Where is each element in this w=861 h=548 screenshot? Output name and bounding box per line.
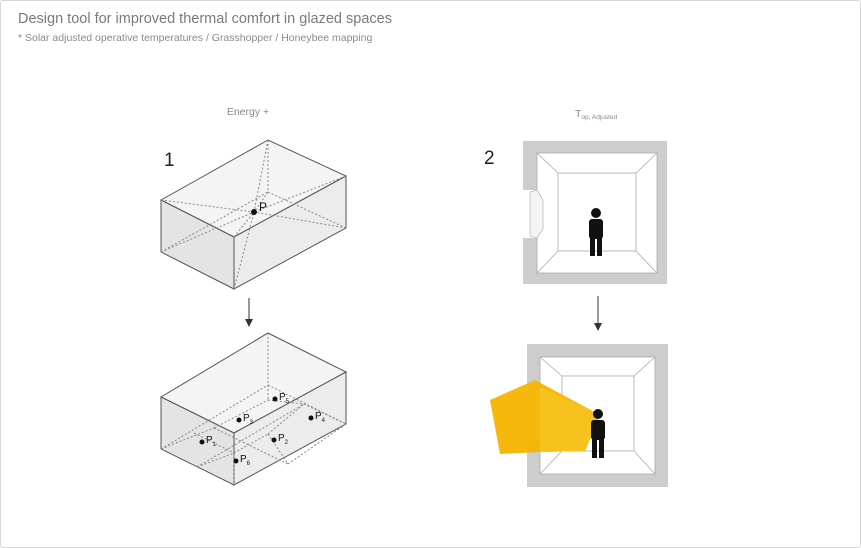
point-p3-dot [236, 417, 242, 423]
point-p5-dot [272, 396, 278, 402]
energy-plus-heading: Energy + [227, 106, 269, 118]
step-number-2: 2 [484, 148, 495, 169]
room2-perspective-lines [539, 356, 656, 475]
sun-beam-interior [540, 387, 600, 452]
point-p1-dot [199, 439, 205, 445]
step-number-1: 1 [164, 150, 175, 171]
point-p6-dot [233, 458, 239, 464]
point-p4-label: P4 [315, 411, 326, 424]
room-box-single-point: P [159, 139, 348, 290]
room-plan-bottom [490, 344, 668, 487]
point-p1-label: P1 [206, 435, 217, 448]
point-p2-label: P2 [278, 433, 289, 446]
t-op-adjusted-heading: Top, Adjusted [575, 108, 618, 121]
room-plan-top [523, 141, 667, 284]
point-p-dot [251, 209, 257, 215]
room-perspective-lines [536, 152, 658, 274]
point-p2-dot [271, 437, 277, 443]
hidden-edges [160, 139, 347, 290]
point-p5-label: P5 [279, 392, 290, 405]
page-subtitle: * Solar adjusted operative temperatures … [18, 32, 373, 44]
page-title: Design tool for improved thermal comfort… [18, 11, 392, 27]
person2-icon [591, 409, 605, 458]
hidden-edges-2 [160, 333, 347, 485]
point-p4-dot [308, 415, 314, 421]
room-box-multi-point: P1 P3 P5 P4 P2 P6 [159, 332, 348, 486]
point-p-label: P [259, 200, 267, 214]
person-icon [589, 208, 603, 256]
window-reveal [529, 189, 544, 239]
point-p6-label: P6 [240, 454, 251, 467]
point-p3-label: P3 [243, 413, 254, 426]
